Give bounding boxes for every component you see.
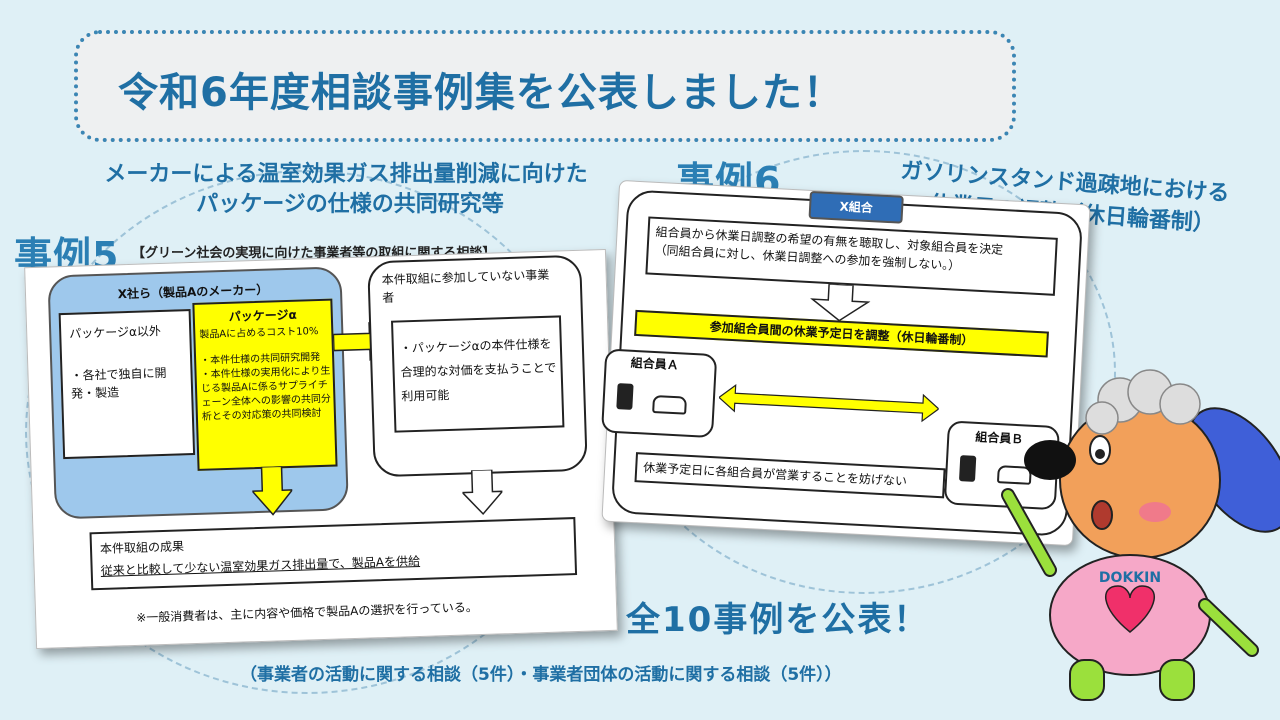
result-title: 本件取組の成果 xyxy=(99,539,185,556)
case6-diagram-card: X組合 組合員から休業日調整の希望の有無を聴取し、対象組合員を決定 （同組合員に… xyxy=(601,179,1091,547)
non-participant-title: 本件取組に参加していない事業者 xyxy=(381,267,550,305)
member-a-label: 組合員Ａ xyxy=(630,355,680,373)
non-participant-detail: ・パッケージαの本件仕様を合理的な対価を支払うことで利用可能 xyxy=(399,336,557,404)
footer-headline: 全10事例を公表！ xyxy=(626,600,930,640)
title-banner xyxy=(74,30,1016,142)
mascot-dokkin: DOKKIN xyxy=(1001,369,1280,701)
case5-diagram-card: X社ら（製品Aのメーカー） パッケージα以外 ・各社で独自に開発・製造 パッケー… xyxy=(24,248,618,650)
gas-station-icon xyxy=(616,383,634,410)
footer-detail: （事業者の活動に関する相談（5件）・事業者団体の活動に関する相談（5件）） xyxy=(240,665,842,685)
package-alpha-items: ・本件仕様の共同研究開発 ・本件仕様の実用化により生じる製品Aに係るサプライチェ… xyxy=(200,351,332,423)
case5-note: ※一般消費者は、主に内容や価格で製品Aの選択を行っている。 xyxy=(135,600,478,625)
arrow-down-white-icon xyxy=(809,283,871,322)
x-union-label: X組合 xyxy=(808,190,904,224)
arrow-down-yellow-icon xyxy=(251,465,294,516)
page-title: 令和6年度相談事例集を公表しました！ xyxy=(118,70,844,116)
double-arrow-icon xyxy=(718,384,940,423)
car-icon xyxy=(652,394,688,415)
package-other-detail: ・各社で独自に開発・製造 xyxy=(70,365,167,401)
case5-title-line1: メーカーによる温室効果ガス排出量削減に向けた xyxy=(104,162,588,187)
gas-station-icon xyxy=(958,455,977,482)
mascot-badge: DOKKIN xyxy=(1099,570,1161,586)
case5-title-line2: パッケージの仕様の共同研究等 xyxy=(196,192,504,217)
package-other-label: パッケージα以外 xyxy=(69,323,162,341)
arrow-down-white-icon xyxy=(461,469,504,516)
